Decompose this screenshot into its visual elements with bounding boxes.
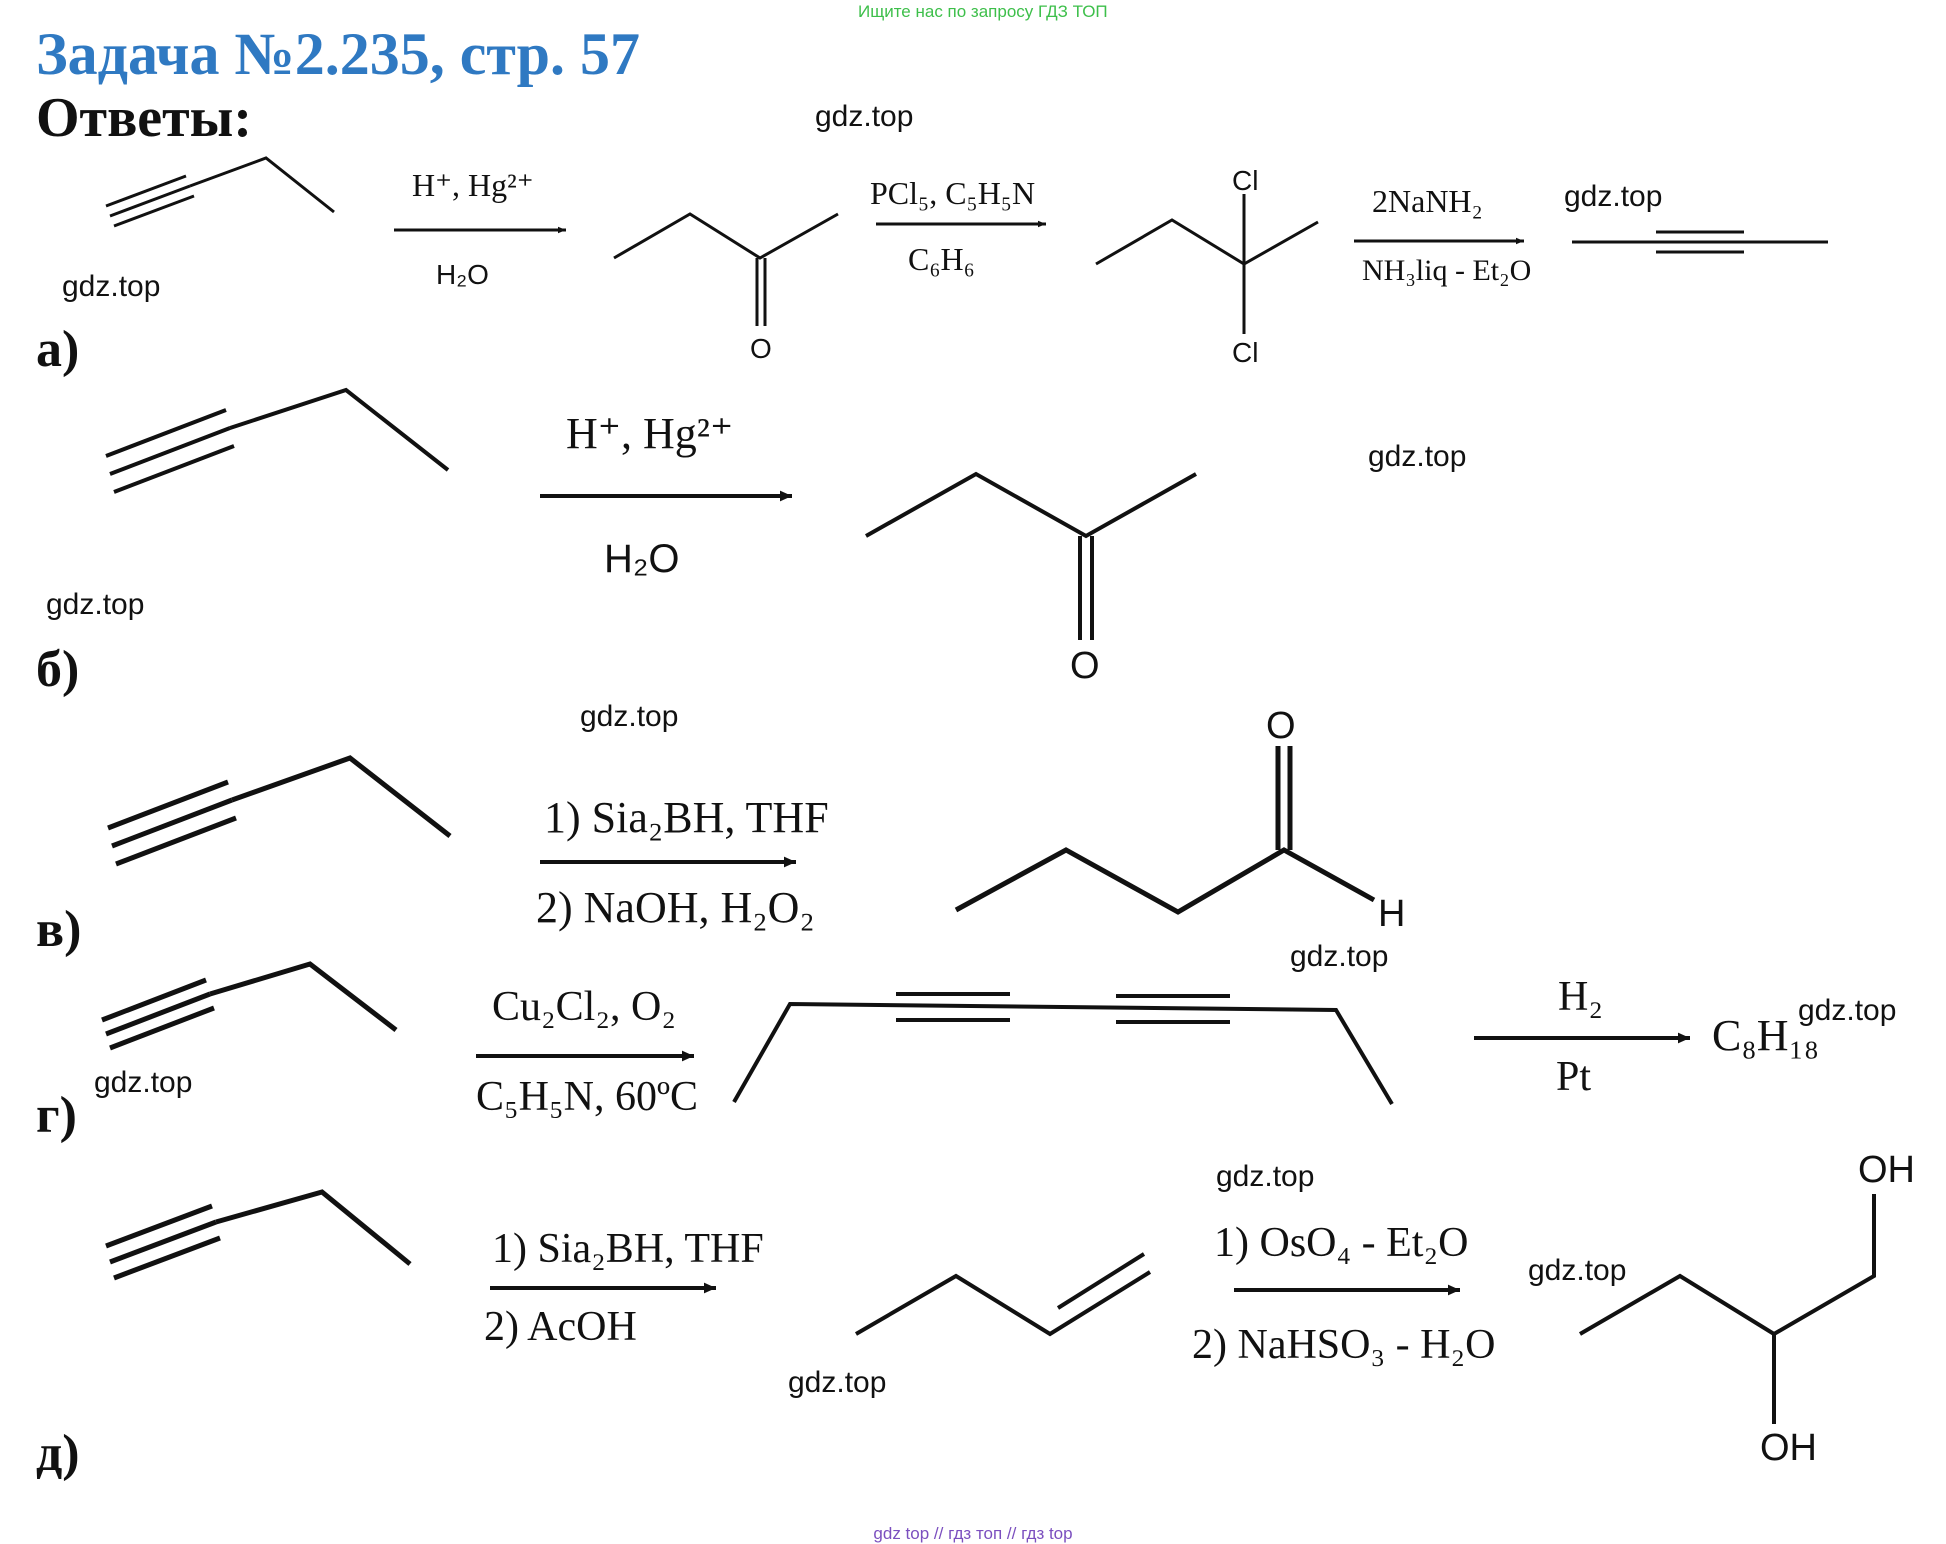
watermark: gdz.top xyxy=(94,1066,192,1099)
watermark: gdz.top xyxy=(1798,994,1896,1027)
atom-oxygen: O xyxy=(1070,645,1100,687)
watermark: gdz.top xyxy=(62,270,160,303)
reagent-v-above: 1) Sia₂BH, THF xyxy=(544,793,829,842)
reagent-d2-below: 2) NaHSO₃ - H₂O xyxy=(1192,1322,1495,1368)
atom-chlorine: Cl xyxy=(1232,337,1258,368)
page-title: Задача №2.235, стр. 57 xyxy=(36,21,640,87)
reagent-a2-below: C₆H₆ xyxy=(908,241,975,277)
reagent-g1-below: C₅H₅N, 60ºC xyxy=(476,1074,698,1120)
reagent-b-below: H₂O xyxy=(604,537,680,581)
atom-oxygen: O xyxy=(750,333,772,364)
molecule-octadiyne xyxy=(732,992,1394,1106)
ad-banner-text[interactable]: Ищите нас по запросу ГДЗ ТОП xyxy=(858,2,1108,21)
atom-oxygen: O xyxy=(1266,705,1296,747)
part-label-v: в) xyxy=(36,901,81,958)
atom-hydroxyl: OH xyxy=(1760,1427,1817,1469)
reagent-a1-above: H⁺, Hg²⁺ xyxy=(412,167,534,203)
atom-hydroxyl: OH xyxy=(1858,1149,1915,1191)
reagent-d1-below: 2) AcOH xyxy=(484,1304,637,1350)
part-label-d: д) xyxy=(36,1425,80,1482)
atom-chlorine: Cl xyxy=(1232,165,1258,196)
reagent-v-below: 2) NaOH, H₂O₂ xyxy=(536,883,815,932)
molecule-butanone-b xyxy=(865,471,1197,640)
watermark: gdz.top xyxy=(1290,940,1388,973)
molecule-butyne-b xyxy=(105,387,450,494)
reagent-a3-above: 2NaNH₂ xyxy=(1372,183,1483,219)
watermark: gdz.top xyxy=(1528,1254,1626,1287)
watermark: gdz.top xyxy=(46,588,144,621)
molecule-butanone-a xyxy=(613,212,839,326)
molecule-butyne-a xyxy=(105,156,335,228)
watermark: gdz.top xyxy=(580,700,678,733)
molecule-pentyne-v xyxy=(107,755,452,867)
atom-hydrogen: H xyxy=(1378,893,1405,935)
watermark: gdz.top xyxy=(788,1366,886,1399)
part-label-g: г) xyxy=(36,1087,77,1144)
molecule-butyne-g xyxy=(101,961,398,1051)
reagent-g1-above: Cu₂Cl₂, O₂ xyxy=(492,984,676,1030)
watermark: gdz.top xyxy=(1368,440,1466,473)
reagent-d2-above: 1) OsO₄ - Et₂O xyxy=(1214,1220,1468,1266)
reagent-a1-below: H₂O xyxy=(436,259,489,290)
watermark: gdz.top xyxy=(1216,1160,1314,1193)
watermark: gdz.top xyxy=(815,100,913,133)
reagent-a2-above: PCl₅, C₅H₅N xyxy=(870,175,1035,211)
molecule-butyne-product xyxy=(1572,230,1828,254)
molecule-butene xyxy=(854,1252,1152,1337)
footer-links[interactable]: gdz top // гдз топ // гдз top xyxy=(873,1524,1073,1543)
product-formula: C₈H₁₈ xyxy=(1712,1011,1819,1060)
answers-heading: Ответы: xyxy=(36,87,253,149)
molecule-butanediol xyxy=(1578,1194,1876,1424)
molecule-butanal xyxy=(954,746,1376,915)
reagent-g2-below: Pt xyxy=(1556,1054,1591,1100)
part-label-a: а) xyxy=(36,321,79,378)
reagent-b-above: H⁺, Hg²⁺ xyxy=(566,409,733,458)
reagent-d1-above: 1) Sia₂BH, THF xyxy=(492,1226,764,1272)
reagent-g2-above: H₂ xyxy=(1558,974,1603,1020)
molecule-dichlorobutane xyxy=(1095,194,1319,334)
molecule-butyne-d xyxy=(105,1189,412,1281)
watermark: gdz.top xyxy=(1564,180,1662,213)
part-label-b: б) xyxy=(36,641,79,698)
reagent-a3-below: NH₃liq - Et₂O xyxy=(1362,254,1531,287)
